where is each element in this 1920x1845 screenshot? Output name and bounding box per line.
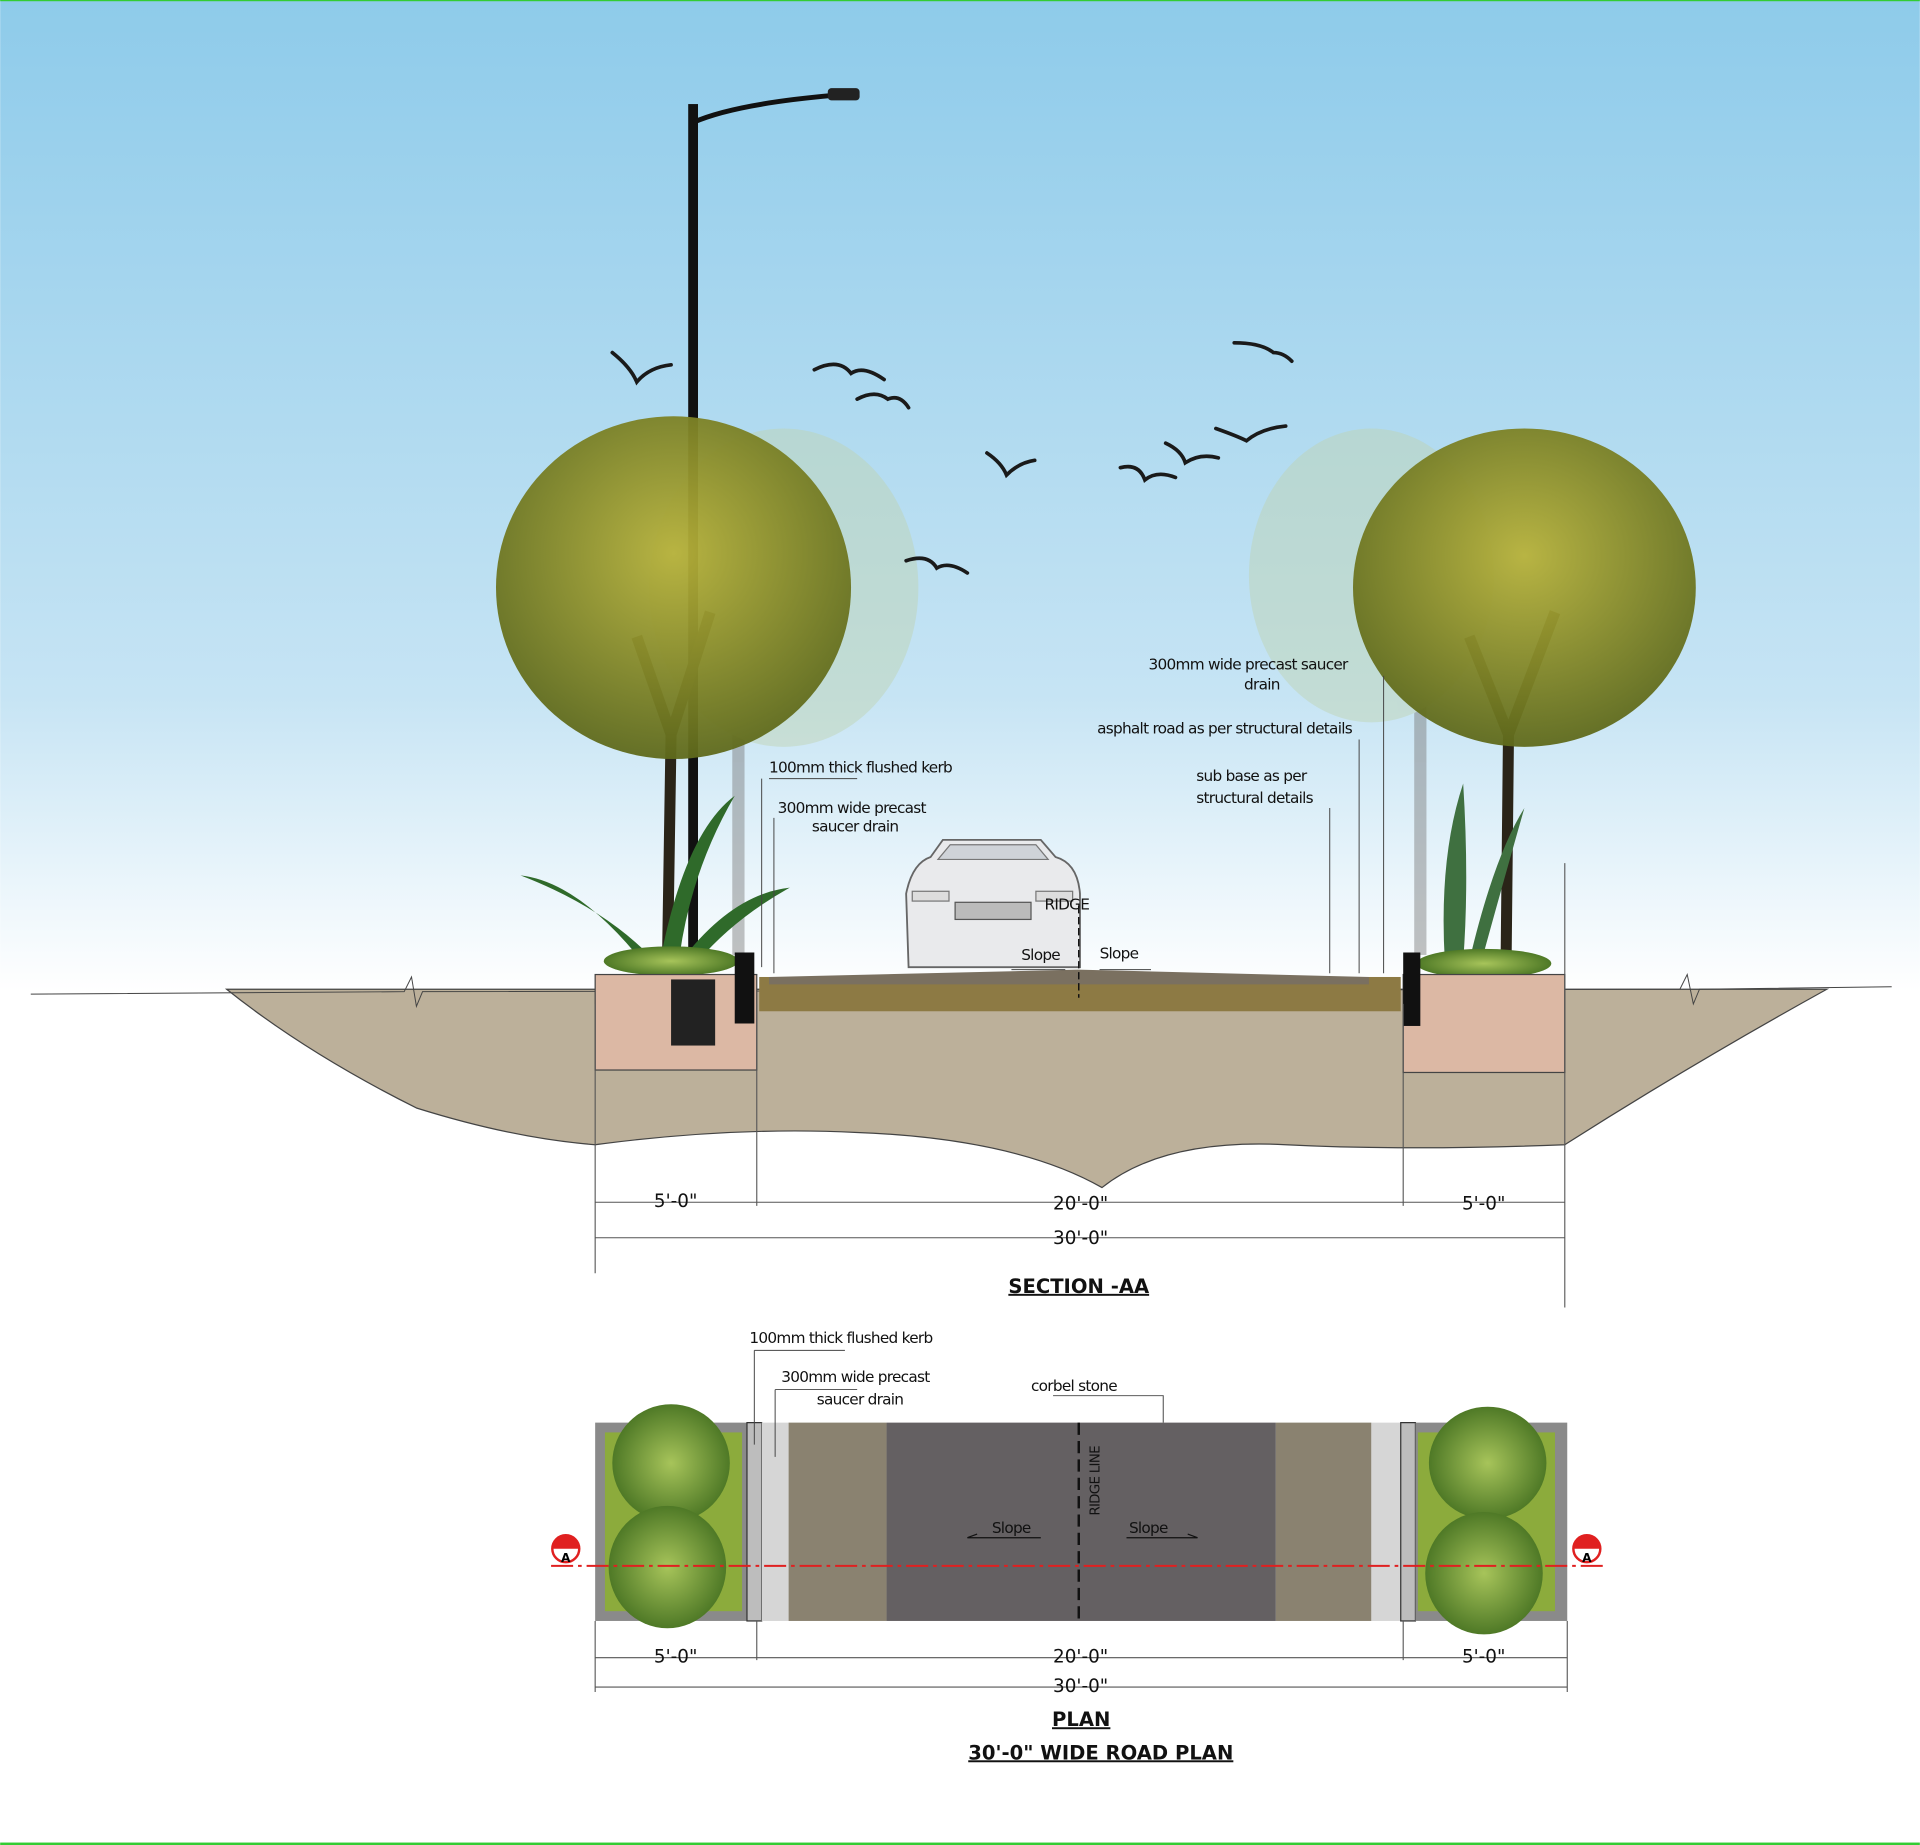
plan-subtitle: 30'-0" WIDE ROAD PLAN bbox=[968, 1741, 1233, 1764]
label-kerb: 100mm thick flushed kerb bbox=[769, 759, 952, 777]
plan-dim-total: 30'-0" bbox=[1053, 1676, 1108, 1697]
label-drain-right-2: drain bbox=[1244, 675, 1280, 693]
plan-shrubs bbox=[608, 1404, 1547, 1635]
road-plan bbox=[551, 1404, 1604, 1635]
lamp-footing bbox=[671, 979, 716, 1046]
tree-left bbox=[495, 416, 852, 968]
planter-right bbox=[1402, 973, 1566, 1074]
section-annotations: 100mm thick flushed kerb 300mm wide prec… bbox=[761, 656, 1385, 974]
ground-soil bbox=[224, 988, 1830, 1189]
plan-dim-right: 5'-0" bbox=[1462, 1647, 1505, 1668]
asphalt-layer bbox=[769, 969, 1369, 985]
plan-label-slope-left: Slope bbox=[992, 1519, 1031, 1537]
label-asphalt: asphalt road as per structural details bbox=[1097, 719, 1353, 737]
section-dim-total: 30'-0" bbox=[1053, 1228, 1108, 1249]
plan-label-drain-2: saucer drain bbox=[817, 1390, 904, 1408]
section-marker-right: A bbox=[1572, 1534, 1602, 1565]
section-title: SECTION -AA bbox=[1008, 1275, 1150, 1298]
plan-label-slope-right: Slope bbox=[1129, 1519, 1168, 1537]
label-drain-right-1: 300mm wide precast saucer bbox=[1149, 656, 1350, 674]
label-slope-right: Slope bbox=[1100, 945, 1139, 963]
birds bbox=[610, 340, 1294, 575]
label-ridge: RIDGE bbox=[1044, 896, 1089, 914]
section-marker-left-label: A bbox=[561, 1551, 571, 1565]
plan-label-kerb: 100mm thick flushed kerb bbox=[749, 1329, 932, 1347]
plan-label-corbel: corbel stone bbox=[1031, 1377, 1117, 1395]
label-subbase-1: sub base as per bbox=[1196, 767, 1308, 785]
plan-dim-left: 5'-0" bbox=[654, 1647, 697, 1668]
plant-right bbox=[1416, 783, 1552, 979]
label-drain-left-2: saucer drain bbox=[812, 817, 899, 835]
kerb-right bbox=[1403, 952, 1421, 1026]
plan-dim-center: 20'-0" bbox=[1053, 1647, 1108, 1668]
label-subbase-2: structural details bbox=[1196, 789, 1313, 807]
tree-right bbox=[1352, 428, 1696, 968]
section-marker-left: A bbox=[551, 1534, 581, 1565]
section-dim-left: 5'-0" bbox=[654, 1191, 697, 1212]
plan-dimensions: 5'-0" 20'-0" 5'-0" 30'-0" bbox=[594, 1620, 1568, 1697]
plan-label-ridge-line: RIDGE LINE bbox=[1089, 1446, 1104, 1516]
car bbox=[905, 838, 1081, 969]
plan-label-drain-1: 300mm wide precast bbox=[781, 1368, 930, 1386]
section-dim-center: 20'-0" bbox=[1053, 1194, 1108, 1215]
plan-annotations: 100mm thick flushed kerb 300mm wide prec… bbox=[749, 1329, 1198, 1539]
plant-left bbox=[520, 795, 790, 976]
plan-title: PLAN bbox=[1052, 1708, 1110, 1731]
kerb-left bbox=[734, 952, 755, 1024]
label-slope-left: Slope bbox=[1021, 946, 1060, 964]
label-drain-left-1: 300mm wide precast bbox=[778, 799, 927, 817]
section-dim-right: 5'-0" bbox=[1462, 1194, 1505, 1215]
section-marker-right-label: A bbox=[1582, 1551, 1592, 1565]
section-dimensions: 5'-0" 20'-0" 5'-0" 30'-0" bbox=[594, 863, 1566, 1308]
